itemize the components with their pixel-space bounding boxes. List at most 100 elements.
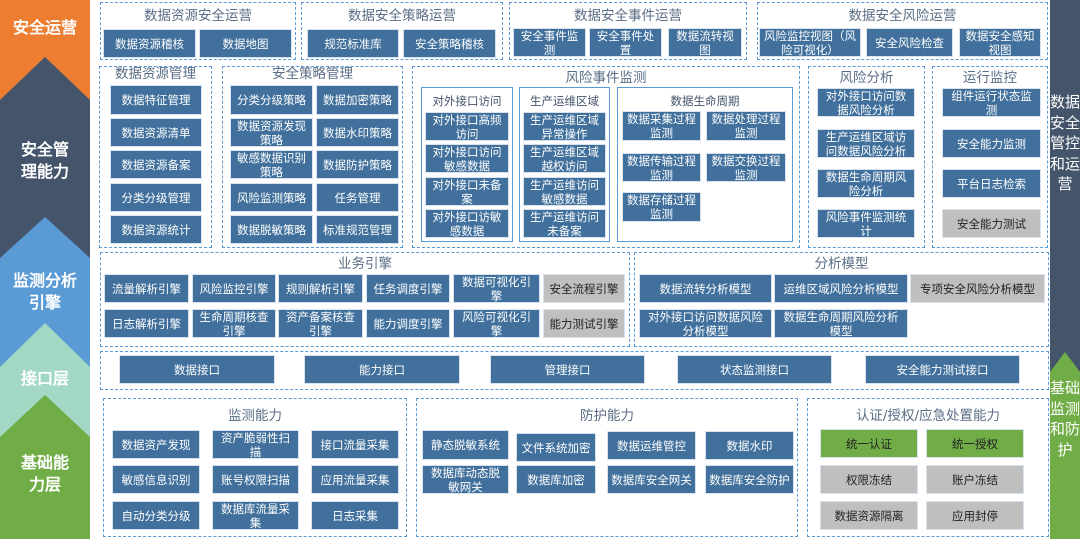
biz-engine-item[interactable]: 生命周期核查引擎 xyxy=(192,309,276,338)
ops-resource-title: 数据资源安全运营 xyxy=(144,8,252,24)
policy-mgmt-item[interactable]: 分类分级策略 xyxy=(230,85,313,115)
policy-mgmt-item[interactable]: 数据防护策略 xyxy=(316,150,399,179)
interfaces-item[interactable]: 数据接口 xyxy=(119,355,275,384)
resource-mgmt-item[interactable]: 数据资源统计 xyxy=(110,215,202,244)
policy-mgmt-item[interactable]: 数据脱敏策略 xyxy=(230,215,313,244)
interfaces-item[interactable]: 管理接口 xyxy=(490,355,645,384)
auth-cap-item[interactable]: 数据资源隔离 xyxy=(820,501,918,530)
analysis-model-item[interactable]: 对外接口访问数据风险分析模型 xyxy=(639,309,772,338)
ops-event-title: 数据安全事件运营 xyxy=(574,8,682,24)
monitor-cap-item[interactable]: 接口流量采集 xyxy=(311,430,399,459)
risk-analysis-item[interactable]: 风险事件监测统计 xyxy=(817,209,915,238)
biz-engine-item[interactable]: 日志解析引擎 xyxy=(104,309,189,338)
run-monitor-item[interactable]: 安全能力测试 xyxy=(942,209,1041,238)
resource-mgmt-item[interactable]: 数据资源备案 xyxy=(110,150,202,179)
policy-mgmt-item[interactable]: 风险监测策略 xyxy=(230,183,313,212)
protect-cap-item[interactable]: 数据库加密 xyxy=(516,465,596,494)
biz-engine-item[interactable]: 能力调度引擎 xyxy=(366,309,450,338)
monitor-cap-item[interactable]: 资产脆弱性扫描 xyxy=(212,430,299,459)
ops-resource-item[interactable]: 数据资源稽核 xyxy=(103,29,196,58)
policy-mgmt-item[interactable]: 数据资源发现策略 xyxy=(230,118,313,147)
interfaces-item[interactable]: 能力接口 xyxy=(304,355,460,384)
ops-policy-item[interactable]: 规范标准库 xyxy=(307,29,399,58)
monitor-cap-item[interactable]: 账号权限扫描 xyxy=(212,465,299,494)
biz-engine-item[interactable]: 资产备案核查引擎 xyxy=(278,309,363,338)
ops-risk-item[interactable]: 风险监控视图（风险可视化） xyxy=(759,28,861,57)
resource-mgmt-item[interactable]: 分类分级管理 xyxy=(110,183,202,212)
prod-ops-item[interactable]: 生产运维访问敏感数据 xyxy=(523,177,606,206)
analysis-model-item[interactable]: 数据流转分析模型 xyxy=(639,274,772,303)
lifecycle-item[interactable]: 数据交换过程监测 xyxy=(706,153,786,182)
protect-cap-item[interactable]: 数据库安全防护 xyxy=(705,465,794,494)
interfaces-item[interactable]: 状态监测接口 xyxy=(677,355,832,384)
biz-engine-item[interactable]: 安全流程引擎 xyxy=(543,274,625,303)
protect-cap-item[interactable]: 数据水印 xyxy=(705,431,794,460)
monitor-cap-item[interactable]: 应用流量采集 xyxy=(311,465,399,494)
protect-cap-item[interactable]: 静态脱敏系统 xyxy=(422,430,509,460)
auth-cap-item[interactable]: 应用封停 xyxy=(926,501,1024,530)
risk-analysis-item[interactable]: 对外接口访问数据风险分析 xyxy=(817,88,915,117)
interfaces-item[interactable]: 安全能力测试接口 xyxy=(865,355,1020,384)
prod-ops-item[interactable]: 生产运维区域越权访问 xyxy=(523,144,606,173)
protect-cap-item[interactable]: 数据运维管控 xyxy=(607,431,696,460)
ops-resource-item[interactable]: 数据地图 xyxy=(199,29,292,58)
ops-event-item[interactable]: 安全事件监测 xyxy=(513,28,586,57)
policy-mgmt-item[interactable]: 任务管理 xyxy=(316,183,399,212)
ops-event-item[interactable]: 安全事件处置 xyxy=(589,28,662,57)
policy-mgmt-item[interactable]: 数据水印策略 xyxy=(316,118,399,147)
biz-engine-item[interactable]: 风险可视化引擎 xyxy=(453,309,540,338)
auth-cap-item[interactable]: 统一授权 xyxy=(926,429,1024,458)
prod-ops-item[interactable]: 生产运维访问未备案 xyxy=(523,209,606,238)
biz-engine-item[interactable]: 能力测试引擎 xyxy=(543,309,625,338)
ops-event-item[interactable]: 数据流转视图 xyxy=(668,28,742,57)
risk-event-section: 风险事件监测 xyxy=(412,66,800,248)
biz-engine-item[interactable]: 风险监控引擎 xyxy=(192,274,276,303)
risk-analysis-item[interactable]: 数据生命周期风险分析 xyxy=(817,169,915,198)
monitor-cap-item[interactable]: 敏感信息识别 xyxy=(112,465,200,494)
external-access-item[interactable]: 对外接口未备案 xyxy=(425,177,509,206)
lifecycle-item[interactable]: 数据存储过程监测 xyxy=(622,192,701,222)
lifecycle-item[interactable]: 数据处理过程监测 xyxy=(706,111,786,141)
protect-cap-item[interactable]: 数据库安全网关 xyxy=(607,465,696,494)
layer-label-foundation: 基础能力层 xyxy=(20,453,69,494)
auth-cap-item[interactable]: 统一认证 xyxy=(820,429,918,458)
biz-engine-item[interactable]: 任务调度引擎 xyxy=(366,274,450,303)
auth-cap-item[interactable]: 权限冻结 xyxy=(820,465,918,494)
monitor-cap-item[interactable]: 数据资产发现 xyxy=(112,430,200,459)
policy-mgmt-item[interactable]: 敏感数据识别策略 xyxy=(230,150,313,179)
lifecycle-item[interactable]: 数据采集过程监测 xyxy=(622,111,701,141)
prod-ops-item[interactable]: 生产运维区域异常操作 xyxy=(523,112,606,141)
external-access-item[interactable]: 对外接口高频访问 xyxy=(425,112,509,141)
right-foundation-arrow xyxy=(1050,352,1080,539)
run-monitor-item[interactable]: 平台日志检索 xyxy=(942,169,1041,198)
biz-engine-item[interactable]: 流量解析引擎 xyxy=(104,274,189,303)
monitor-cap-item[interactable]: 日志采集 xyxy=(311,501,399,530)
lifecycle-item[interactable]: 数据传输过程监测 xyxy=(622,153,701,182)
analysis-model-item[interactable]: 专项安全风险分析模型 xyxy=(910,274,1045,303)
policy-mgmt-item[interactable]: 数据加密策略 xyxy=(316,85,399,115)
biz-engine-item[interactable]: 数据可视化引擎 xyxy=(453,274,540,303)
ops-risk-item[interactable]: 安全风险检查 xyxy=(866,28,953,57)
monitor-cap-item[interactable]: 自动分类分级 xyxy=(112,501,200,530)
resource-mgmt-item[interactable]: 数据特征管理 xyxy=(110,85,202,115)
layer-label-engine: 监测分析引擎 xyxy=(12,271,77,312)
ops-risk-item[interactable]: 数据安全感知视图 xyxy=(959,28,1041,57)
prod-ops-title: 生产运维区域 xyxy=(530,94,599,108)
resource-mgmt-item[interactable]: 数据资源清单 xyxy=(110,118,202,147)
analysis-model-item[interactable]: 数据生命周期风险分析模型 xyxy=(774,309,908,338)
layer-label-interface: 接口层 xyxy=(20,369,69,388)
policy-mgmt-item[interactable]: 标准规范管理 xyxy=(316,215,399,244)
risk-analysis-item[interactable]: 生产运维区域访问数据风险分析 xyxy=(817,129,915,158)
monitor-cap-item[interactable]: 数据库流量采集 xyxy=(212,501,299,530)
run-monitor-item[interactable]: 组件运行状态监测 xyxy=(942,88,1041,117)
run-monitor-item[interactable]: 安全能力监测 xyxy=(942,129,1041,158)
auth-cap-item[interactable]: 账户冻结 xyxy=(926,465,1024,494)
monitor-cap-section: 监测能力 xyxy=(103,398,407,537)
protect-cap-item[interactable]: 数据库动态脱敏网关 xyxy=(422,465,509,494)
ops-policy-item[interactable]: 安全策略稽核 xyxy=(403,29,496,58)
protect-cap-item[interactable]: 文件系统加密 xyxy=(516,433,596,462)
biz-engine-item[interactable]: 规则解析引擎 xyxy=(278,274,363,303)
external-access-item[interactable]: 对外接口访问敏感数据 xyxy=(425,144,509,173)
analysis-model-item[interactable]: 运维区域风险分析模型 xyxy=(774,274,908,303)
external-access-item[interactable]: 对外接口访敏感数据 xyxy=(425,209,509,238)
